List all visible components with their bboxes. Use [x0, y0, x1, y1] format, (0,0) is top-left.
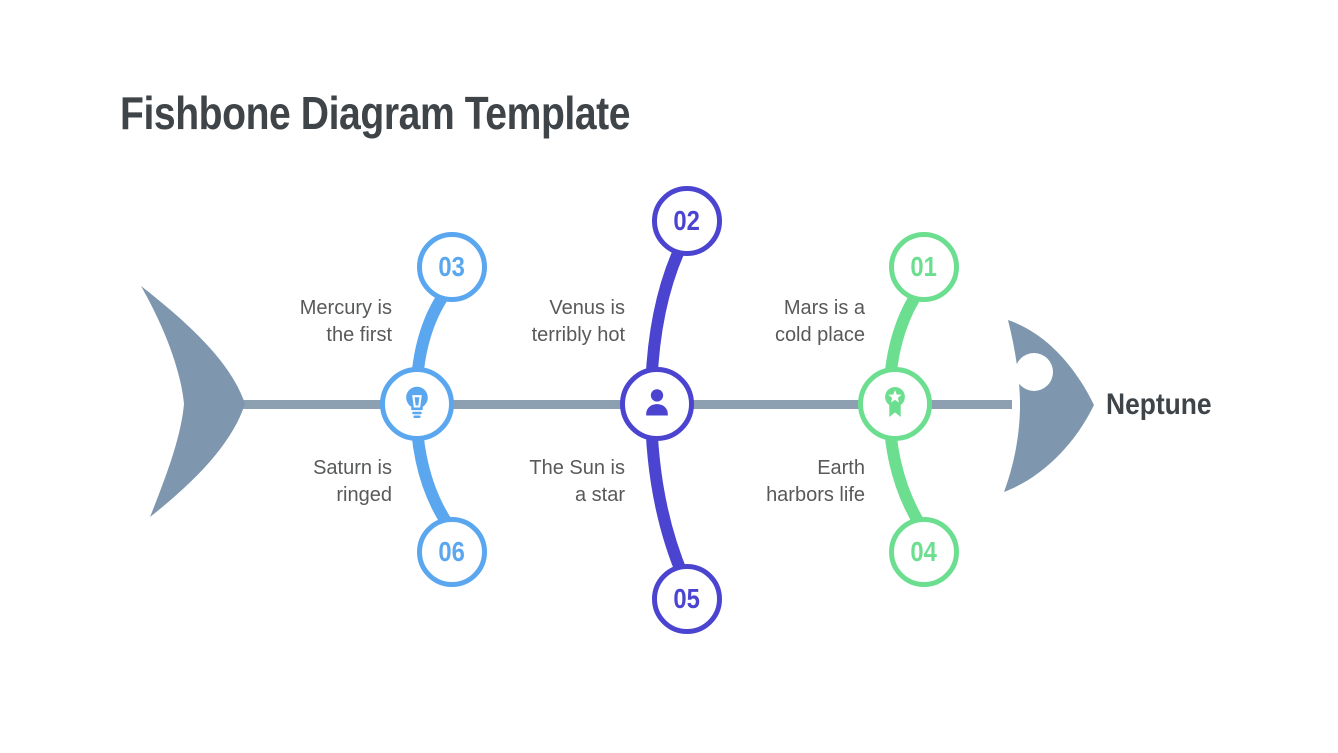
bone3-bottom-number-circle: 04	[889, 517, 959, 587]
bone1-top-number: 03	[438, 251, 466, 282]
fish-eye	[1015, 353, 1053, 391]
bone3-top-number-circle: 01	[889, 232, 959, 302]
head-label: Neptune	[1106, 388, 1212, 421]
bone2-top-label: Venus is terribly hot	[531, 297, 625, 346]
bone3-bottom-label: Earth harbors life	[766, 457, 865, 506]
lightbulb-icon	[399, 384, 435, 425]
bone1-top-label: Mercury is the first	[299, 297, 392, 346]
page-title: Fishbone Diagram Template	[120, 87, 631, 139]
bone1-top-number-circle: 03	[417, 232, 487, 302]
bone3-top-label: Mars is a cold place	[774, 297, 865, 346]
bone3-bottom-number: 04	[910, 536, 938, 567]
fish-head	[1004, 320, 1094, 492]
bone2-bottom-number: 05	[673, 583, 701, 614]
bone1-bottom-number: 06	[438, 536, 466, 567]
bone2-bottom-label: The Sun is a star	[529, 457, 625, 506]
bone2-bottom-number-circle: 05	[652, 564, 722, 634]
bone3-top-number: 01	[910, 251, 938, 282]
bone1-bottom-number-circle: 06	[417, 517, 487, 587]
fish-tail	[141, 286, 245, 517]
bone2-top-number: 02	[673, 205, 701, 236]
person-icon	[639, 384, 675, 425]
award-icon	[877, 384, 913, 425]
bone1-icon-circle	[380, 367, 454, 441]
bone3-icon-circle	[858, 367, 932, 441]
bone2-top-number-circle: 02	[652, 186, 722, 256]
bone1-bottom-label: Saturn is ringed	[313, 457, 392, 506]
bone2-icon-circle	[620, 367, 694, 441]
